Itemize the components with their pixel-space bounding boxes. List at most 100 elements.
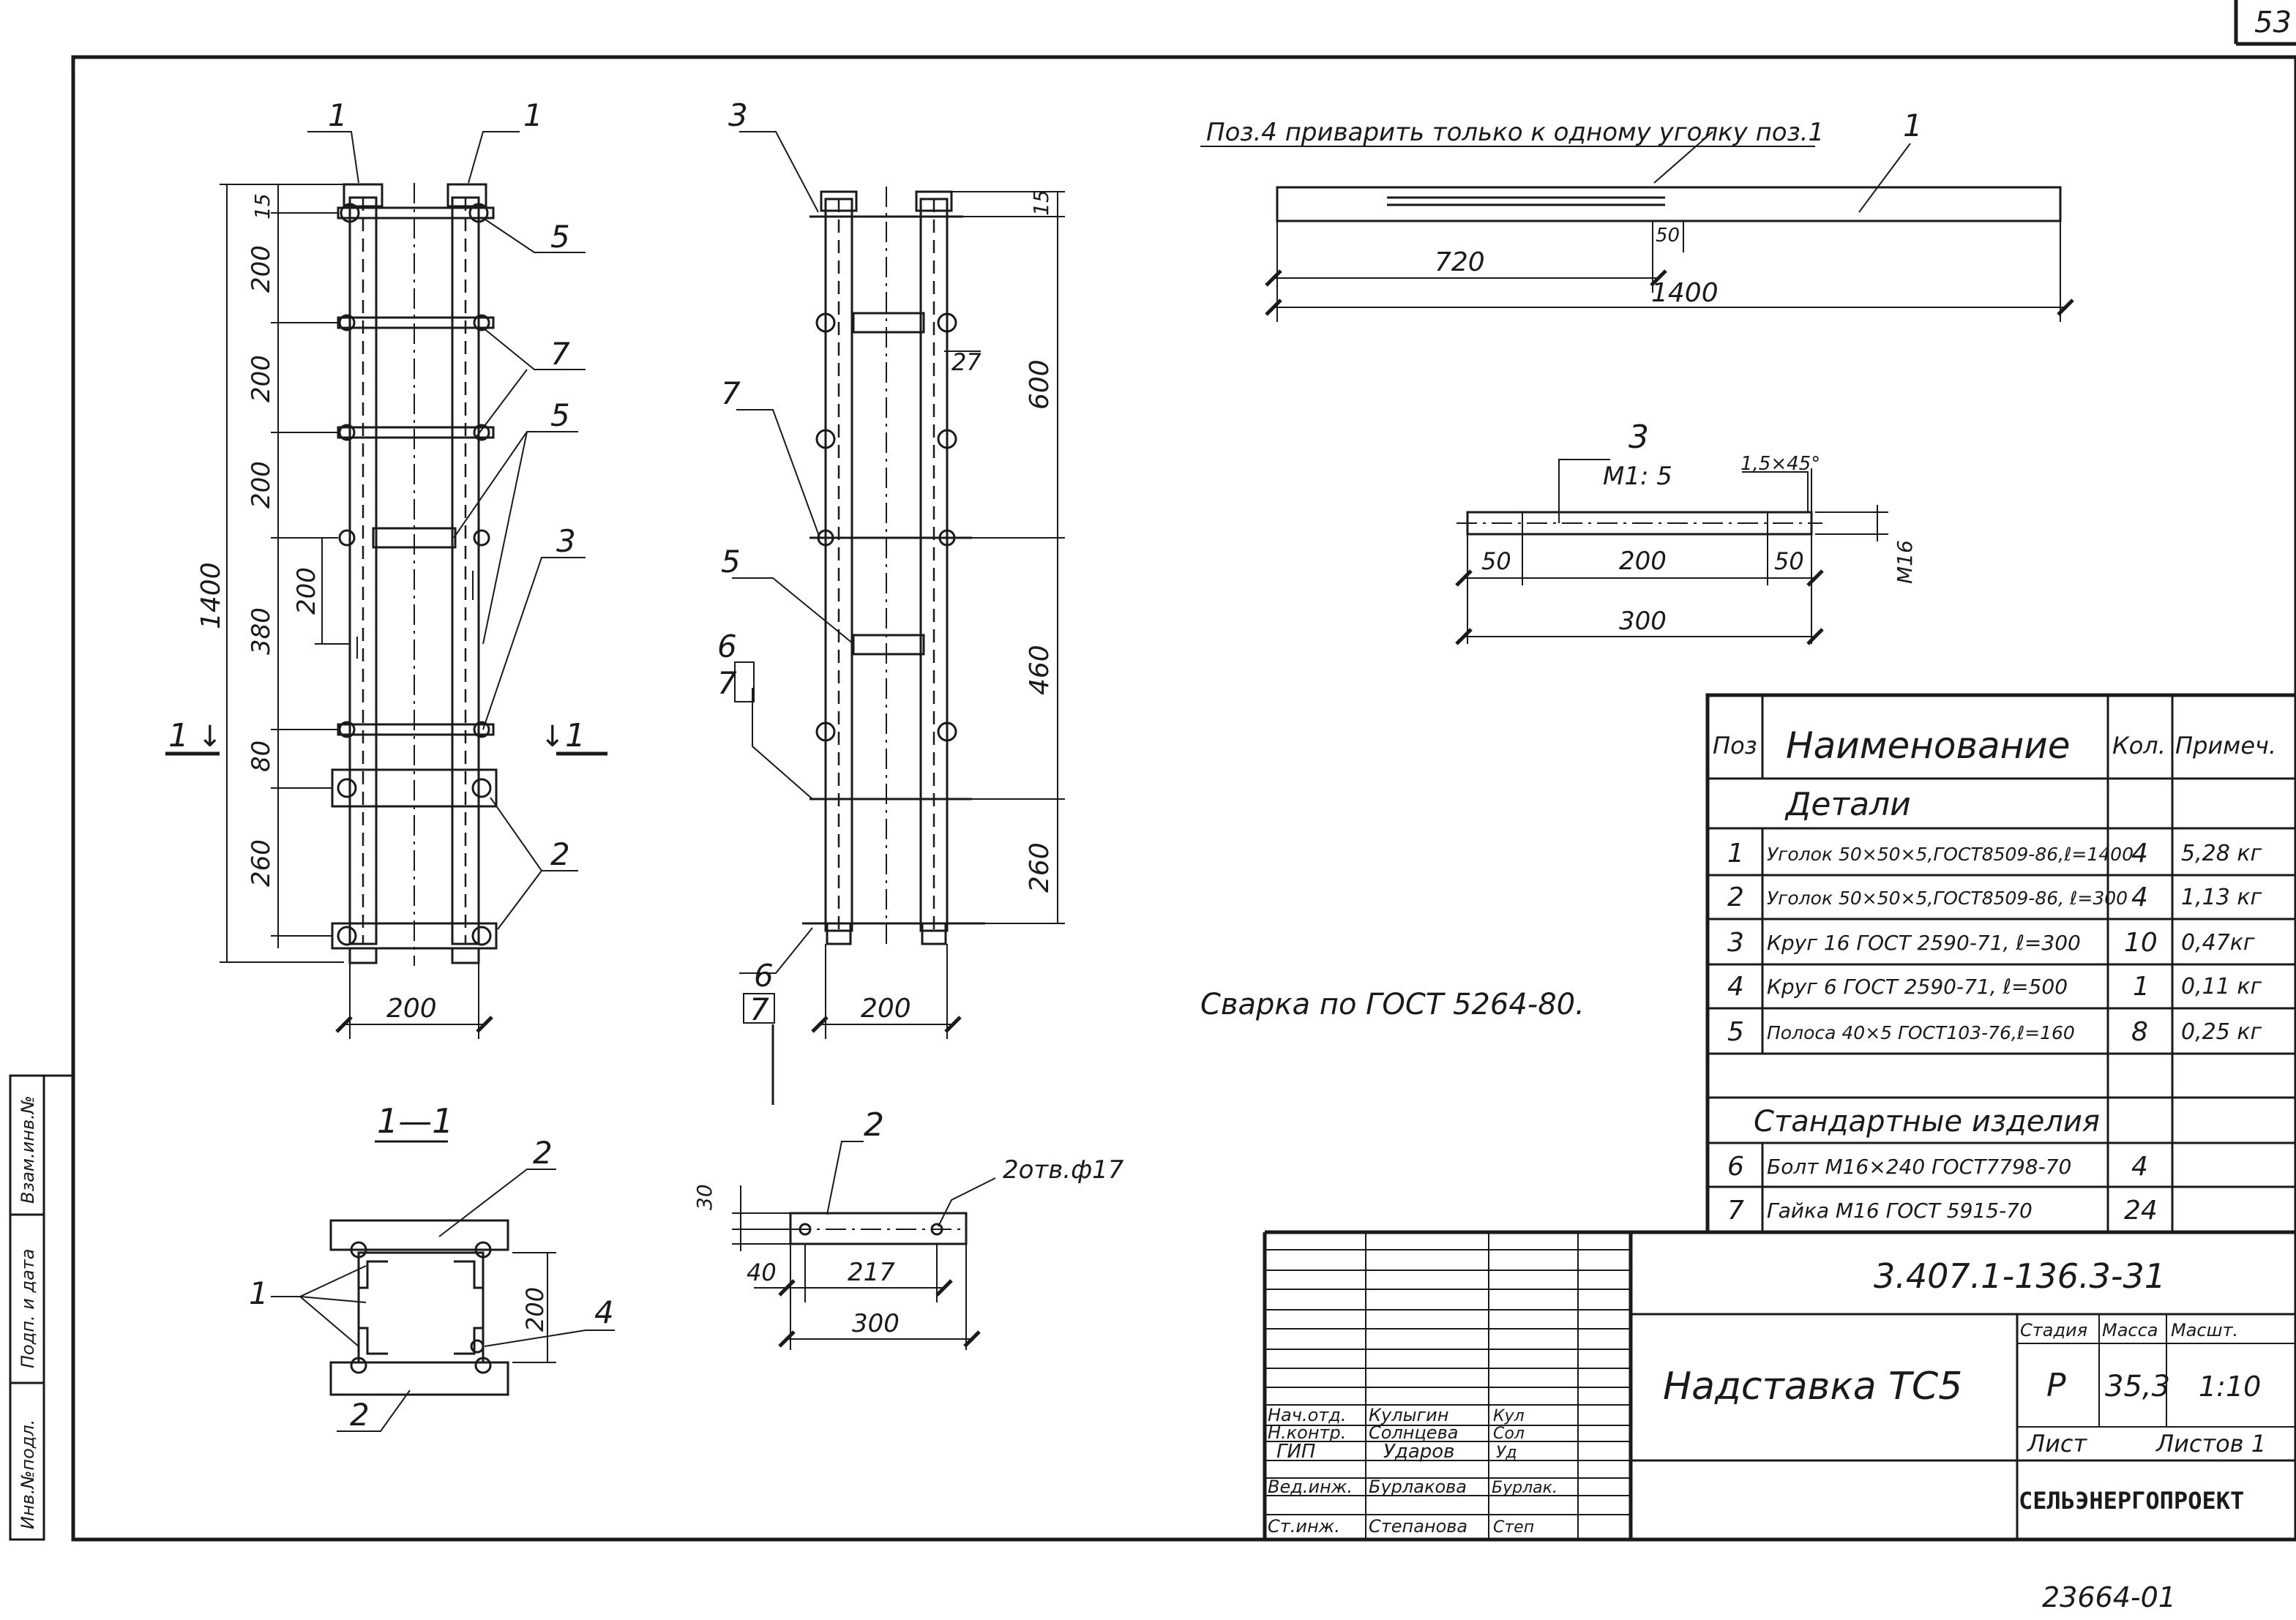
section-callout-2a: 2 bbox=[533, 1135, 553, 1171]
section-callout-1: 1 bbox=[249, 1275, 269, 1311]
front-dim-total: 1400 bbox=[196, 562, 226, 629]
section-mark-left: 1 bbox=[168, 717, 189, 754]
detail-pos2-h2: 40 bbox=[747, 1259, 777, 1286]
spec-row-qty: 1 bbox=[2133, 972, 2150, 1002]
spec-row-name: Круг 6 ГОСТ 2590-71, ℓ=500 bbox=[1767, 975, 2068, 999]
spec-row-pos: 3 bbox=[1727, 928, 1744, 958]
sheets-count: Листов 1 bbox=[2155, 1430, 2266, 1458]
front-callout-3: 3 bbox=[556, 523, 576, 559]
detail-pos3-label: 3 bbox=[1628, 419, 1649, 456]
signature-mark: Бурлак. bbox=[1492, 1479, 1558, 1497]
front-dim-s4: 380 bbox=[247, 607, 276, 655]
organization-name: СЕЛЬЭНЕРГОПРОЕКТ bbox=[2019, 1487, 2244, 1515]
spec-row-name: Круг 16 ГОСТ 2590-71, ℓ=300 bbox=[1767, 931, 2081, 955]
section-callout-2b: 2 bbox=[350, 1397, 370, 1433]
detail-pos4-weld: 50 bbox=[1656, 225, 1680, 247]
mass-label: Масса bbox=[2102, 1320, 2158, 1340]
side-callout-6a: 6 bbox=[717, 629, 737, 664]
spec-row-qty: 8 bbox=[2131, 1017, 2148, 1047]
scale-label: Масшт. bbox=[2171, 1320, 2238, 1340]
front-dim-inner: 200 bbox=[292, 567, 321, 615]
detail-pos3-total: 300 bbox=[1619, 607, 1667, 636]
spec-row-note: 1,13 кг bbox=[2181, 885, 2262, 910]
doc-code: 3.407.1-136.3-31 bbox=[1874, 1256, 2166, 1296]
detail-pos4-note: Поз.4 приварить только к одному уголку п… bbox=[1206, 118, 1824, 147]
signature-role: Н.контр. bbox=[1268, 1422, 1346, 1443]
spec-row-name: Полоса 40×5 ГОСТ103-76,ℓ=160 bbox=[1767, 1022, 2075, 1043]
side-callout-3: 3 bbox=[728, 97, 748, 133]
front-callout-2: 2 bbox=[550, 836, 570, 872]
detail-pos2-h1: 30 bbox=[692, 1184, 717, 1210]
section-arrow-left: ↓ bbox=[198, 720, 223, 754]
spec-row-pos: 4 bbox=[1727, 972, 1744, 1002]
front-dim-width: 200 bbox=[386, 994, 437, 1024]
section-1-1 bbox=[271, 1140, 615, 1432]
signature-name: Ударов bbox=[1383, 1441, 1455, 1463]
signature-name: Степанова bbox=[1369, 1516, 1467, 1537]
side-callout-5: 5 bbox=[721, 544, 741, 580]
front-callout-5a: 5 bbox=[550, 219, 570, 255]
side-strip-replace: Взам.инв.№ bbox=[18, 1095, 38, 1204]
detail-pos2-spacing: 217 bbox=[848, 1258, 895, 1287]
detail-pos2-label: 2 bbox=[864, 1106, 884, 1144]
stage-label: Стадия bbox=[2020, 1320, 2087, 1340]
spec-std-pos: 7 bbox=[1727, 1196, 1744, 1226]
sheet-frame bbox=[71, 0, 2296, 1542]
signature-mark: Кул bbox=[1493, 1407, 1525, 1425]
archive-number: 23664-01 bbox=[2042, 1581, 2176, 1613]
section-1-1-title: 1—1 bbox=[377, 1101, 454, 1141]
spec-header-qty: Кол. bbox=[2112, 732, 2166, 760]
spec-section-std: Стандартные изделия bbox=[1754, 1105, 2100, 1139]
spec-row-note: 5,28 кг bbox=[2181, 841, 2262, 866]
detail-pos3 bbox=[1455, 459, 1888, 645]
sheet-number: 53 bbox=[2254, 6, 2292, 40]
side-dim-bottom: 260 bbox=[1025, 842, 1055, 893]
section-arrow-right: ↓ bbox=[540, 720, 565, 754]
spec-row-name: Уголок 50×50×5,ГОСТ8509-86, ℓ=300 bbox=[1767, 888, 2128, 909]
side-dim-small: 27 bbox=[951, 348, 981, 376]
spec-row-pos: 2 bbox=[1727, 882, 1744, 912]
detail-pos4-total: 1400 bbox=[1651, 278, 1719, 308]
spec-row-pos: 1 bbox=[1727, 839, 1744, 869]
section-callout-4: 4 bbox=[594, 1294, 614, 1330]
spec-std-qty: 4 bbox=[2131, 1152, 2148, 1182]
title-block bbox=[1263, 1230, 2296, 1540]
signature-role: Вед.инж. bbox=[1268, 1477, 1353, 1497]
sheet-label: Лист bbox=[2027, 1430, 2087, 1458]
stage-value: Р bbox=[2046, 1367, 2066, 1404]
signature-mark: Уд bbox=[1496, 1444, 1517, 1462]
side-callout-6b: 6 bbox=[754, 958, 774, 994]
side-callout-7c: 7 bbox=[749, 991, 769, 1027]
signature-mark: Степ bbox=[1493, 1518, 1534, 1537]
side-callout-7a: 7 bbox=[721, 375, 741, 411]
detail-pos2 bbox=[732, 1141, 996, 1350]
detail-pos3-chamfer: 1,5×45° bbox=[1740, 453, 1820, 475]
side-strip bbox=[9, 1074, 73, 1541]
spec-row-qty: 10 bbox=[2124, 928, 2158, 958]
side-dim-middle: 460 bbox=[1025, 645, 1055, 695]
side-strip-inv: Инв.№подл. bbox=[18, 1420, 38, 1529]
spec-std-pos: 6 bbox=[1727, 1152, 1744, 1182]
detail-pos4 bbox=[1200, 131, 2074, 322]
front-dim-s5: 80 bbox=[247, 740, 276, 772]
welding-note: Сварка по ГОСТ 5264-80. bbox=[1200, 988, 1585, 1021]
front-callout-1b: 1 bbox=[523, 97, 543, 133]
front-callout-5b: 5 bbox=[550, 397, 570, 433]
spec-std-qty: 24 bbox=[2124, 1196, 2158, 1226]
detail-pos2-total: 300 bbox=[852, 1309, 900, 1338]
spec-row-note: 0,25 кг bbox=[2181, 1019, 2262, 1045]
spec-row-note: 0,11 кг bbox=[2181, 974, 2262, 1000]
spec-section-parts: Детали bbox=[1784, 786, 1911, 823]
section-dim-h: 200 bbox=[521, 1287, 549, 1332]
side-strip-sign: Подп. и дата bbox=[18, 1249, 38, 1369]
signature-role: Ст.инж. bbox=[1268, 1516, 1340, 1537]
front-dim-top: 15 bbox=[250, 193, 274, 220]
signature-mark: Сол bbox=[1493, 1425, 1525, 1443]
front-dim-s2: 200 bbox=[247, 355, 276, 402]
drawing-title: Надставка ТС5 bbox=[1663, 1365, 1962, 1409]
detail-pos2-holes: 2отв.ф17 bbox=[1003, 1155, 1124, 1185]
signature-role: Нач.отд. bbox=[1268, 1405, 1346, 1425]
side-dim-top: 15 bbox=[1029, 190, 1053, 216]
side-dim-upper: 600 bbox=[1025, 359, 1055, 410]
